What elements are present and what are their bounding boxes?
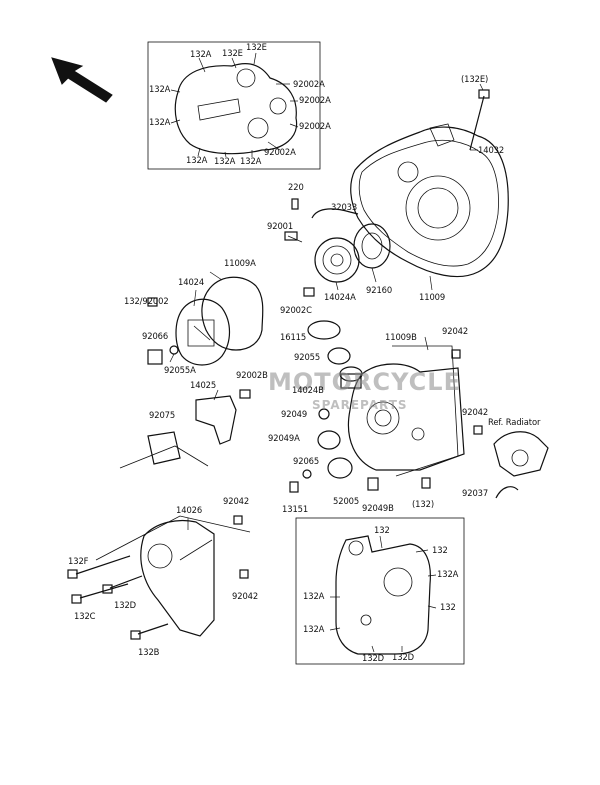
label-92049B: 92049B (362, 503, 394, 513)
label-top-132E-1: 132E (222, 48, 243, 58)
label-14024A: 14024A (324, 292, 356, 302)
label-132E-paren: (132E) (461, 74, 489, 84)
label-14026: 14026 (176, 505, 203, 515)
label-bottom-132-3: 132 (440, 602, 456, 612)
label-132B: 132B (138, 647, 160, 657)
label-ref-radiator: Ref. Radiator (488, 417, 541, 427)
label-11009: 11009 (419, 292, 446, 302)
label-32033: 32033 (331, 202, 358, 212)
label-top-92002A-3: 92002A (299, 121, 331, 131)
label-92075: 92075 (149, 410, 176, 420)
bottom-cover-outline (329, 535, 437, 655)
label-14024B: 14024B (292, 385, 324, 395)
label-13151: 13151 (282, 504, 309, 514)
clutch-cover-outline (174, 63, 298, 155)
label-92055A: 92055A (164, 365, 196, 375)
cover-bolts (67, 555, 169, 640)
label-bottom-132D-1: 132D (362, 653, 385, 663)
label-92001: 92001 (267, 221, 294, 231)
label-top-132A-left2: 132A (149, 117, 171, 127)
label-132F: 132F (68, 556, 89, 566)
label-top-132A-b3: 132A (240, 156, 262, 166)
label-bottom-132A-l1: 132A (303, 591, 325, 601)
left-cover-14024 (147, 271, 264, 366)
label-92002B: 92002B (236, 370, 268, 380)
label-92160: 92160 (366, 285, 393, 295)
label-220: 220 (288, 182, 304, 192)
label-top-92002A-4: 92002A (264, 147, 296, 157)
label-top-132A-1: 132A (190, 49, 212, 59)
bracket-14025 (195, 389, 251, 445)
direction-arrow-icon (51, 57, 113, 103)
label-92066: 92066 (142, 331, 169, 341)
label-132D: 132D (114, 600, 137, 610)
label-132-paren: (132) (412, 499, 435, 509)
sprocket-cover-14026 (95, 515, 251, 637)
label-14024: 14024 (178, 277, 205, 287)
label-11009A: 11009A (224, 258, 256, 268)
label-bottom-132-2: 132 (432, 545, 448, 555)
label-132-92002: 132/92002 (124, 296, 169, 306)
pad-92075 (119, 431, 209, 469)
label-top-92002A-1: 92002A (293, 79, 325, 89)
label-top-132A-left1: 132A (149, 84, 171, 94)
watermark-subtitle: SPAREPARTS (312, 398, 408, 412)
label-92002C: 92002C (280, 305, 312, 315)
oil-filler-parts (307, 320, 363, 389)
bottom-detail-box (295, 517, 465, 665)
radiator-pipe (493, 431, 549, 499)
label-top-132E-2: 132E (246, 42, 267, 52)
label-92042-b: 92042 (462, 407, 489, 417)
label-top-92002A-2: 92002A (299, 95, 331, 105)
label-11009B: 11009B (385, 332, 417, 342)
label-92042-a: 92042 (442, 326, 469, 336)
label-92042-c: 92042 (223, 496, 250, 506)
label-52005: 52005 (333, 496, 360, 506)
label-14032: 14032 (478, 145, 505, 155)
label-16115: 16115 (280, 332, 307, 342)
crankcase-cover-14032 (350, 123, 509, 291)
label-92049A: 92049A (268, 433, 300, 443)
label-bottom-132D-2: 132D (392, 652, 415, 662)
watermark-title: MOTORCYCLE (268, 368, 461, 396)
water-pump-housing (347, 336, 483, 477)
label-92037: 92037 (462, 488, 489, 498)
label-92042-d: 92042 (232, 591, 259, 601)
top-detail-leader-lines (170, 52, 299, 158)
bolt-132E (469, 83, 490, 151)
label-bottom-132A-l2: 132A (303, 624, 325, 634)
label-top-132A-b1: 132A (186, 155, 208, 165)
pickup-cover-14024A (303, 223, 391, 297)
label-14025: 14025 (190, 380, 217, 390)
seals-and-bearings (289, 408, 431, 493)
label-bottom-132-1: 132 (374, 525, 390, 535)
breather-parts (284, 198, 359, 243)
plug-92066 (147, 345, 179, 365)
label-92065: 92065 (293, 456, 320, 466)
label-92049: 92049 (281, 409, 308, 419)
label-132C: 132C (74, 611, 96, 621)
label-92055: 92055 (294, 352, 321, 362)
label-top-132A-b2: 132A (214, 156, 236, 166)
top-detail-box (147, 41, 321, 170)
label-bottom-132A-r: 132A (437, 569, 459, 579)
